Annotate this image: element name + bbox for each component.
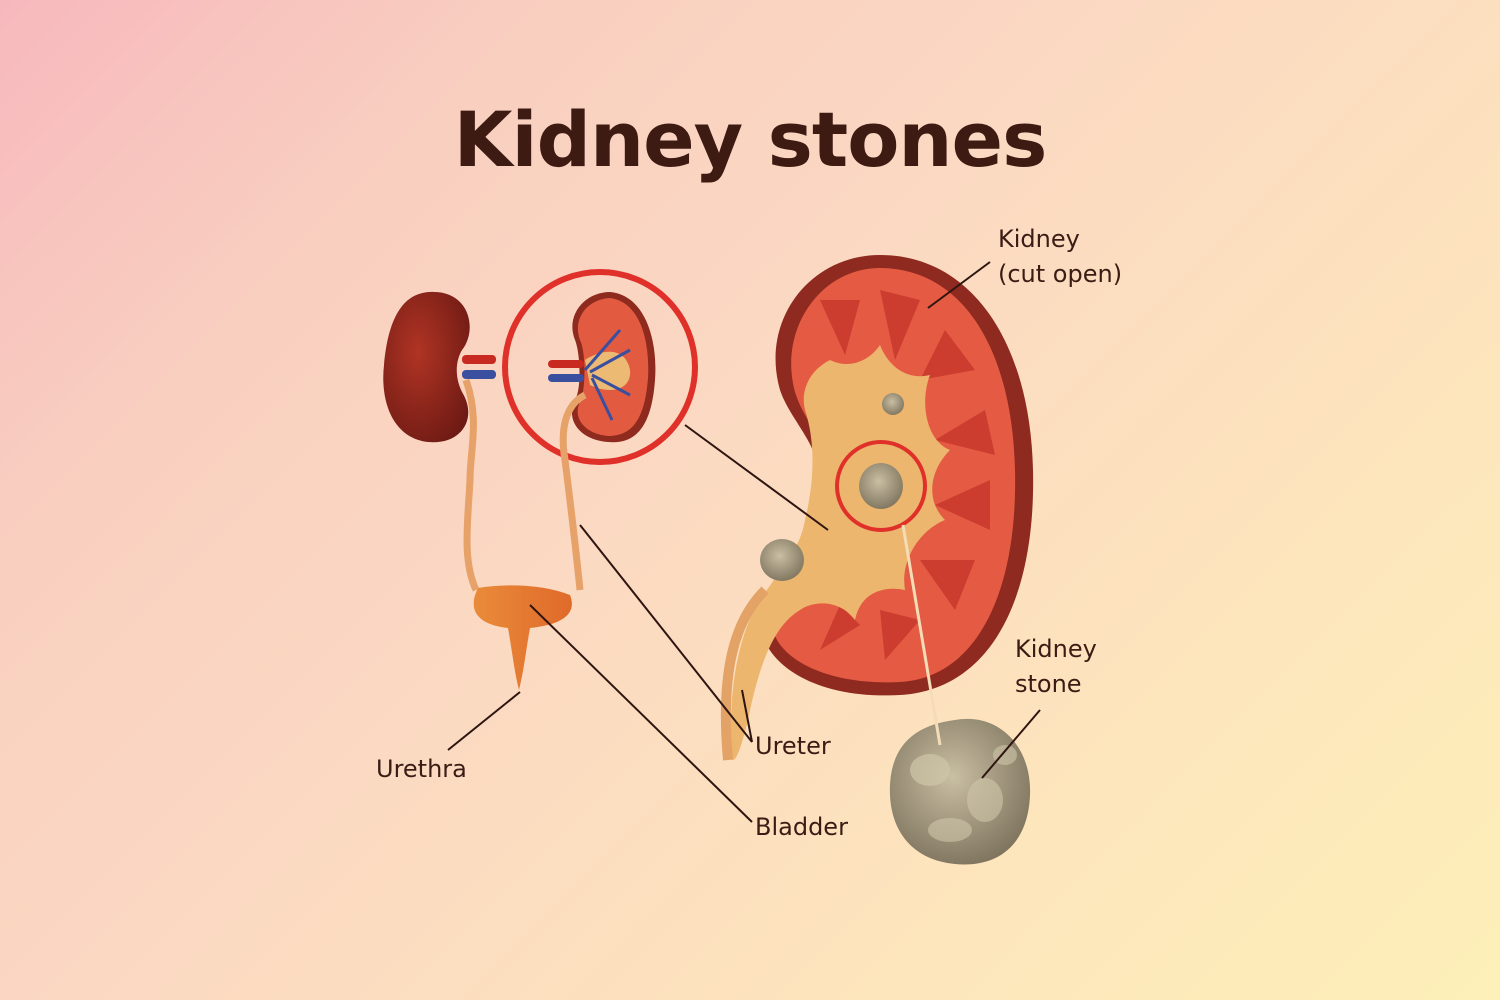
enlarged-kidney-stone-illustration <box>889 718 1031 865</box>
label-kidney-cut-open: Kidney (cut open) <box>998 222 1122 292</box>
label-urethra: Urethra <box>376 755 467 783</box>
label-kidney-cut-open-line1: Kidney <box>998 225 1080 253</box>
label-bladder: Bladder <box>755 813 848 841</box>
leader-lines <box>447 261 1041 823</box>
label-kidney-stone-line1: Kidney <box>1015 635 1097 663</box>
large-cut-kidney-illustration <box>720 255 1034 761</box>
label-ureter: Ureter <box>755 732 831 760</box>
small-stone <box>882 393 904 415</box>
stone-near-ureter <box>760 539 804 581</box>
bladder-illustration <box>473 585 572 690</box>
label-kidney-stone-line2: stone <box>1015 670 1082 698</box>
small-cut-kidney-illustration <box>502 269 698 591</box>
page-title: Kidney stones <box>453 95 1048 184</box>
stone-in-pelvis <box>859 463 903 509</box>
label-kidney-stone: Kidney stone <box>1015 632 1097 702</box>
label-kidney-cut-open-line2: (cut open) <box>998 260 1123 288</box>
whole-kidney-illustration <box>383 291 496 592</box>
